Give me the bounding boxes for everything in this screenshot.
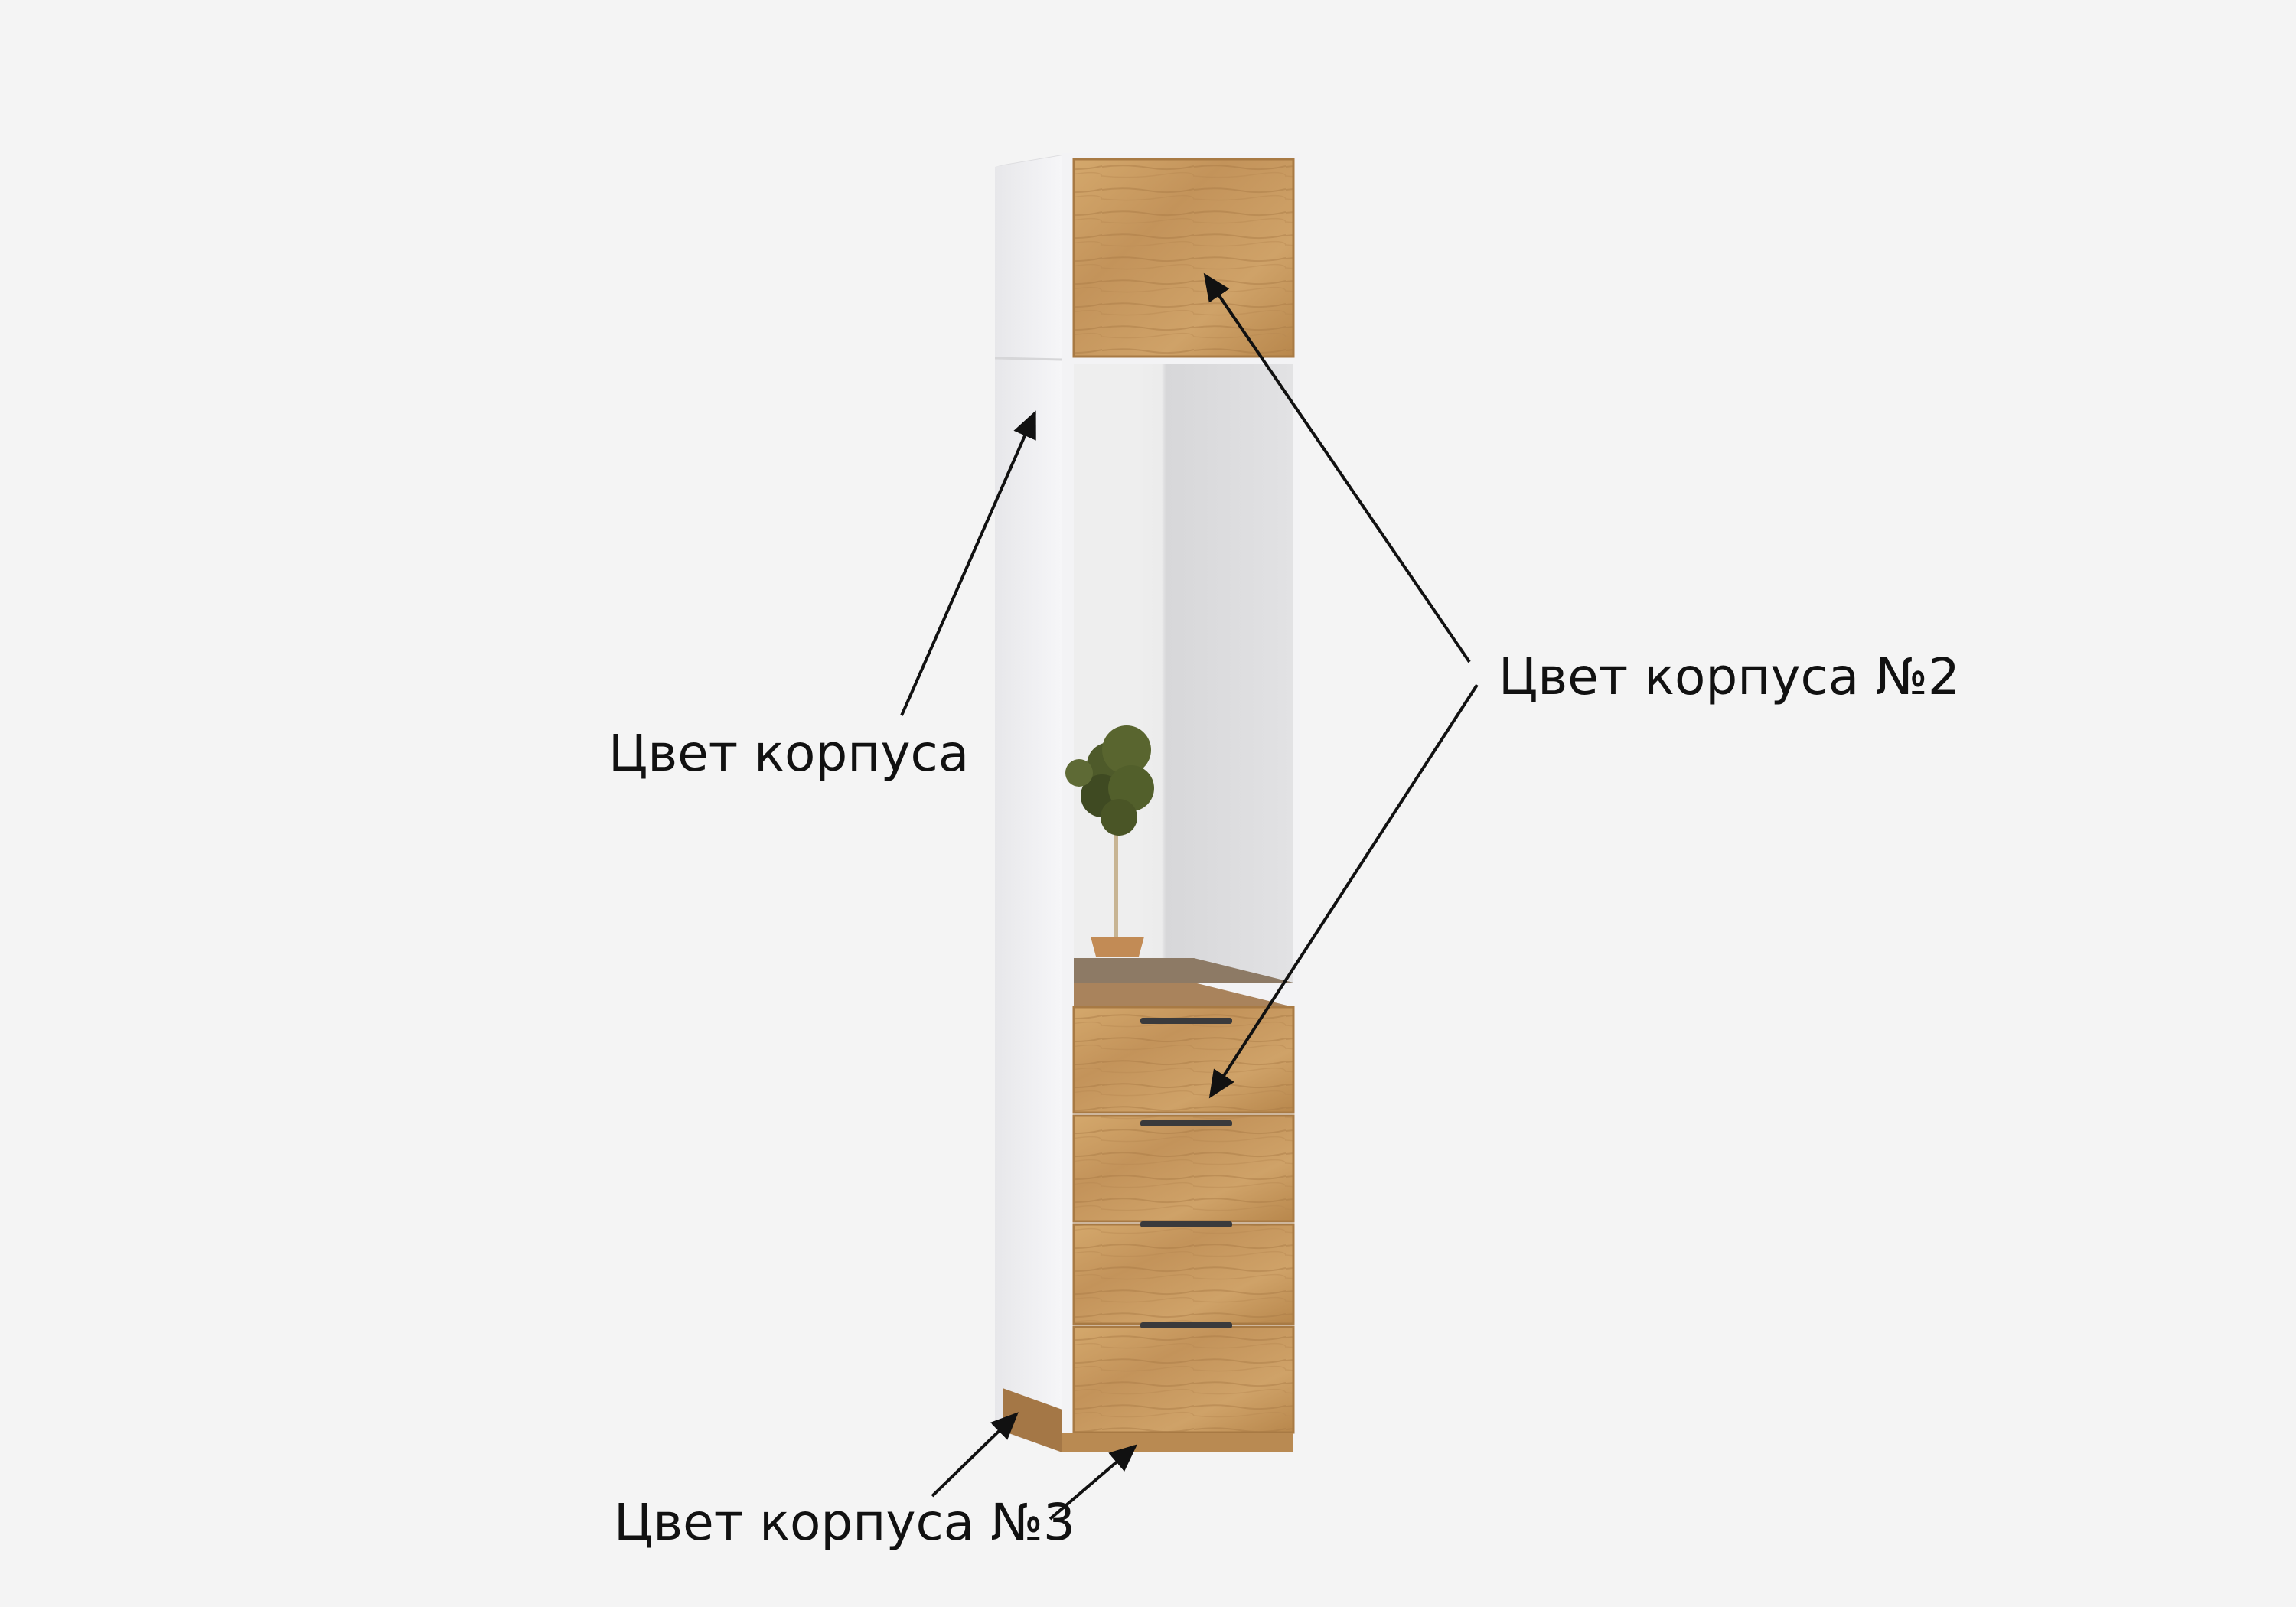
arrow-body-color-2-bottom (1208, 683, 1479, 1099)
drawer-handle-2 (1140, 1120, 1232, 1126)
arrow-body-color (900, 410, 1036, 716)
callout-body-color-3: Цвет корпуса №3 (614, 1493, 1075, 1552)
side-panel (994, 153, 1071, 1452)
plant-decor (1065, 725, 1154, 957)
arrow-body-color-3-left (931, 1412, 1019, 1498)
top-door-facade (1072, 158, 1295, 358)
drawer-handle-1 (1140, 1018, 1232, 1024)
drawer-handle-3 (1140, 1221, 1232, 1227)
callout-body-color: Цвет корпуса (608, 724, 970, 783)
callout-body-color-2: Цвет корпуса №2 (1499, 647, 1960, 706)
drawer-1 (1072, 1006, 1295, 1114)
callout-arrows (900, 272, 1479, 1521)
arrow-body-color-2-top (1203, 272, 1471, 663)
drawer-4 (1072, 1322, 1295, 1434)
drawer-2 (1072, 1114, 1295, 1223)
drawer-worktop (1074, 983, 1293, 1007)
arrow-body-color-3-right (1049, 1444, 1138, 1521)
open-niche (1074, 364, 1293, 983)
drawer-handle-4 (1140, 1322, 1232, 1328)
drawer-3 (1072, 1221, 1295, 1325)
